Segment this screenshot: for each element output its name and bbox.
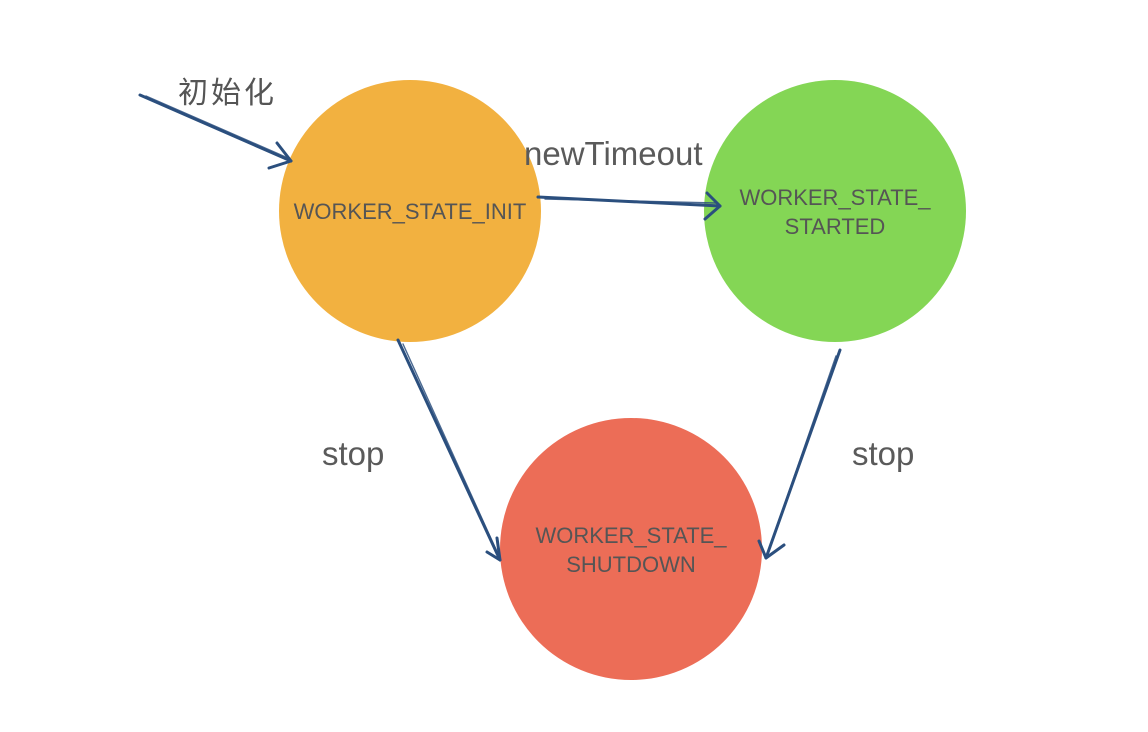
state-label-shutdown-line1: WORKER_STATE_: [535, 523, 727, 548]
state-node-init: WORKER_STATE_INIT: [279, 80, 541, 342]
state-label-init: WORKER_STATE_INIT: [294, 199, 527, 224]
transition-label-stop-left: stop: [322, 435, 384, 472]
arrow-initial: [138, 93, 293, 170]
arrow-init-to-started: [536, 191, 722, 221]
transition-label-stop-right: stop: [852, 435, 914, 472]
state-label-started-line1: WORKER_STATE_: [739, 185, 931, 210]
arrow-started-to-shutdown: [757, 348, 842, 560]
arrow-init-to-shutdown: [396, 338, 502, 562]
state-circle-shutdown: [500, 418, 762, 680]
state-circle-init: [279, 80, 541, 342]
state-label-shutdown-line2: SHUTDOWN: [566, 552, 696, 577]
state-label-started-line2: STARTED: [785, 214, 886, 239]
state-node-started: WORKER_STATE_ STARTED: [704, 80, 966, 342]
transition-label-initial: 初始化: [178, 76, 277, 111]
transition-label-newtimeout: newTimeout: [524, 135, 703, 172]
state-circle-started: [704, 80, 966, 342]
state-node-shutdown: WORKER_STATE_ SHUTDOWN: [500, 418, 762, 680]
